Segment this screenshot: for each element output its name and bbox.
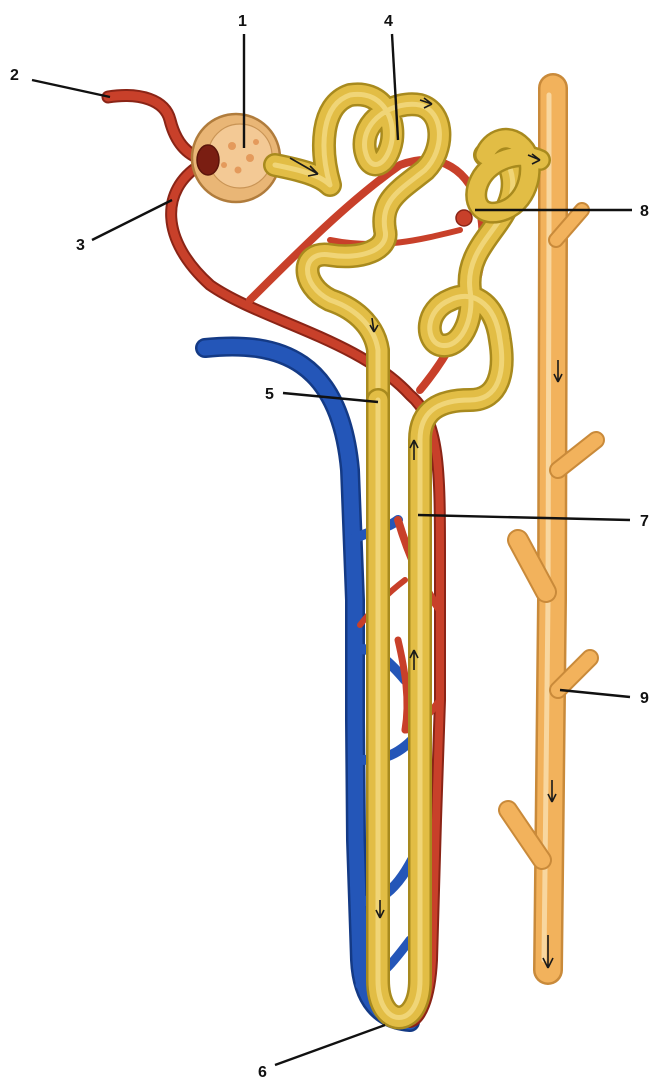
label-8: 8 (640, 203, 649, 220)
label-6: 6 (258, 1064, 267, 1080)
afferent-arteriole-body (108, 96, 205, 160)
vascular-pole (197, 145, 219, 175)
distal-convoluted-tubule (456, 139, 540, 226)
label-2: 2 (10, 67, 19, 84)
glomerulus-dot-1 (228, 142, 236, 150)
glomerulus-dot-2 (246, 154, 254, 162)
label-7: 7 (640, 513, 649, 530)
label-9: 9 (640, 690, 649, 707)
label-4: 4 (384, 13, 393, 30)
collecting-duct (508, 88, 596, 970)
leader-6 (275, 1025, 385, 1065)
juxtaglomerular-contact (456, 210, 472, 226)
afferent-arteriole (108, 96, 205, 160)
label-5: 5 (265, 386, 274, 403)
leader-9 (560, 690, 630, 697)
glomerulus-dot-4 (253, 139, 259, 145)
glomerulus-dot-5 (221, 162, 227, 168)
label-3: 3 (76, 237, 85, 254)
leader-2 (32, 80, 110, 97)
label-1: 1 (238, 13, 247, 30)
leader-3 (92, 200, 172, 240)
capillary-link-2 (398, 640, 407, 730)
glomerulus-dot-3 (235, 167, 242, 174)
leader-7 (418, 515, 630, 520)
